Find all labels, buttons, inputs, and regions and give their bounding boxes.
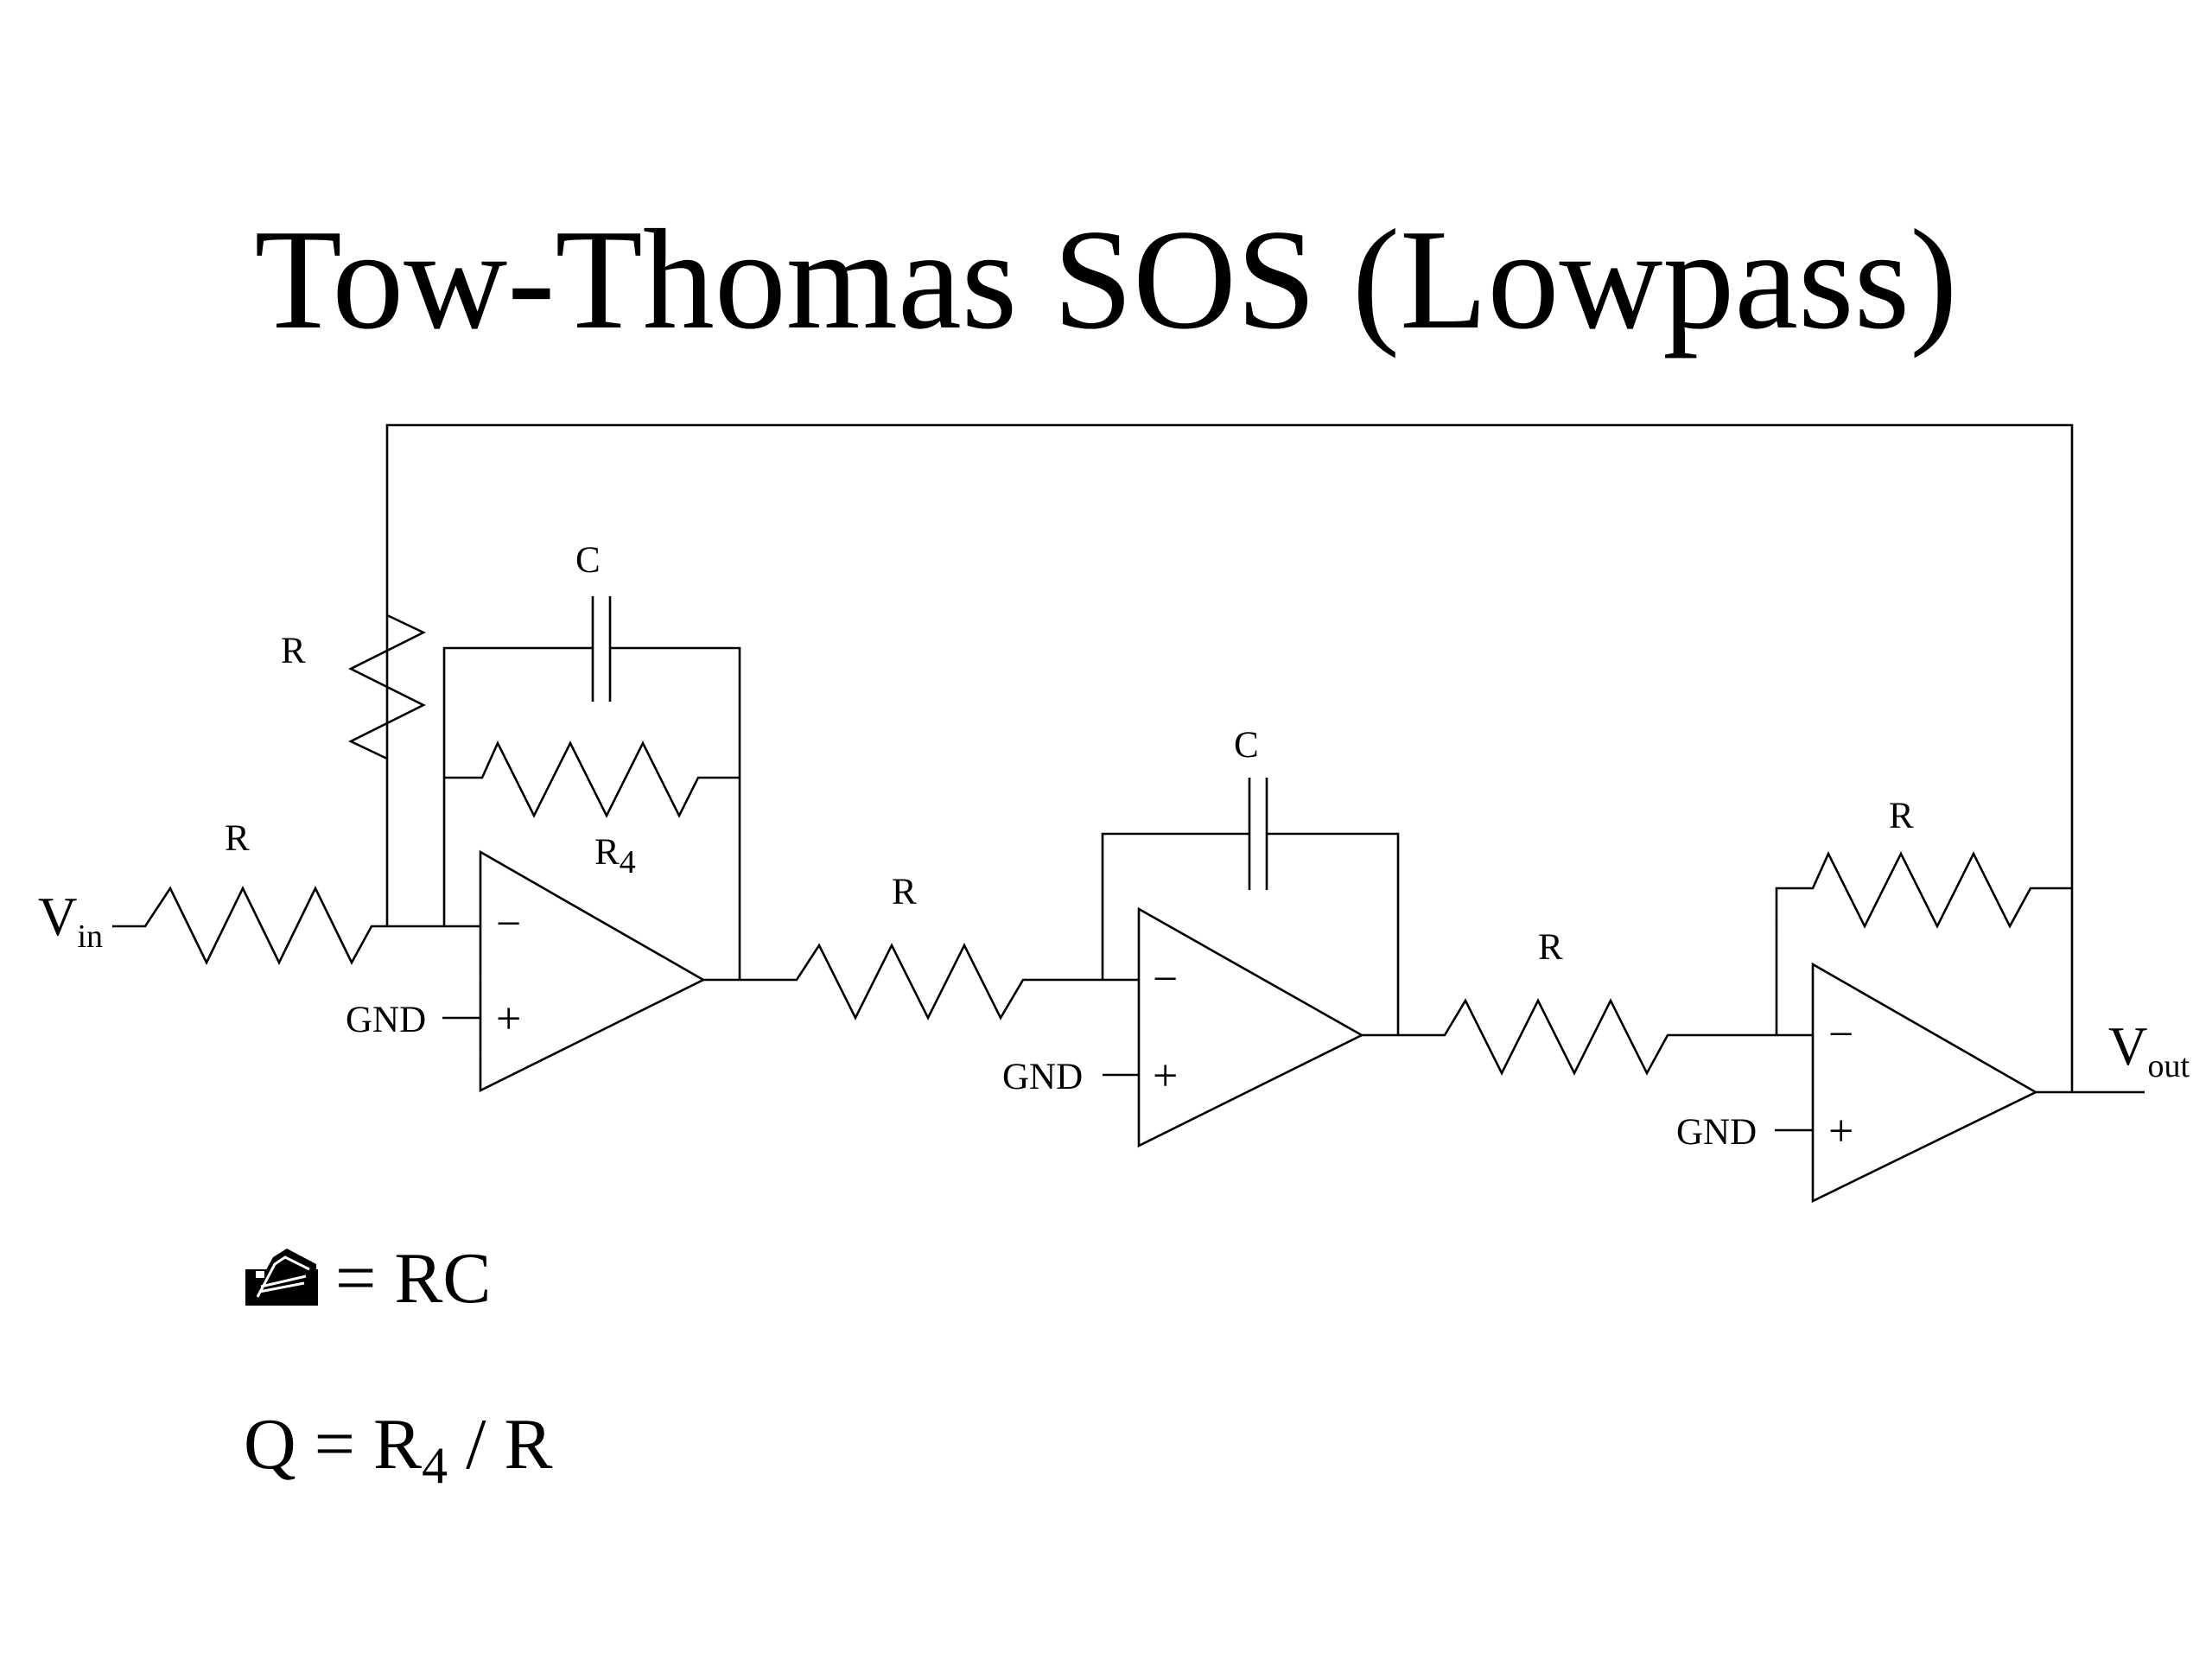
resistor-r4: [444, 740, 740, 818]
opamp-1-plus: +: [496, 995, 521, 1044]
resistor-stage2: [703, 943, 1139, 1020]
label-r-stage3: R: [1538, 927, 1563, 968]
label-c2: C: [1234, 725, 1259, 766]
equation-q-rhs: / R: [448, 1404, 553, 1484]
equation-q: Q = R4 / R: [244, 1408, 552, 1491]
label-gnd-1: GND: [346, 1000, 426, 1040]
equation-q-sub: 4: [422, 1436, 448, 1494]
resistor-feedback: [348, 613, 426, 760]
resistor-stage3-feedback: [1775, 850, 2072, 1035]
label-r-stage2: R: [892, 872, 917, 912]
label-gnd-3: GND: [1676, 1112, 1757, 1153]
equation-tau: = RC: [244, 1243, 491, 1315]
capacitor-c2: [1101, 778, 1400, 1035]
label-r-input: R: [225, 818, 250, 859]
opamp-3-plus: +: [1828, 1107, 1853, 1156]
label-r-stage3-feedback: R: [1889, 796, 1914, 836]
opamp-1: [479, 849, 706, 1093]
opamp-2: [1137, 906, 1364, 1148]
label-vin: Vin: [38, 887, 103, 955]
opamp-2-minus: −: [1153, 955, 1178, 1004]
opamp-3-minus: −: [1828, 1010, 1853, 1059]
feedback-wire: [385, 423, 2074, 1092]
label-gnd-2: GND: [1002, 1057, 1083, 1097]
page-title: Tow-Thomas SOS (Lowpass): [254, 200, 1958, 359]
opamp-1-minus: −: [496, 899, 521, 949]
label-r4: R4: [594, 832, 636, 880]
capacitor-c1: [442, 596, 741, 980]
opamp-3: [1811, 962, 2038, 1204]
tau-glyph-icon: [245, 1249, 318, 1306]
label-c1: C: [575, 540, 601, 581]
resistor-input: [112, 886, 387, 965]
opamp-2-plus: +: [1153, 1052, 1178, 1101]
label-vout: Vout: [2108, 1016, 2190, 1084]
label-r-feedback: R: [281, 631, 306, 671]
equation-tau-rhs: = RC: [335, 1238, 492, 1319]
resistor-stage3: [1362, 998, 1813, 1076]
equation-q-lhs: Q = R: [244, 1404, 423, 1484]
